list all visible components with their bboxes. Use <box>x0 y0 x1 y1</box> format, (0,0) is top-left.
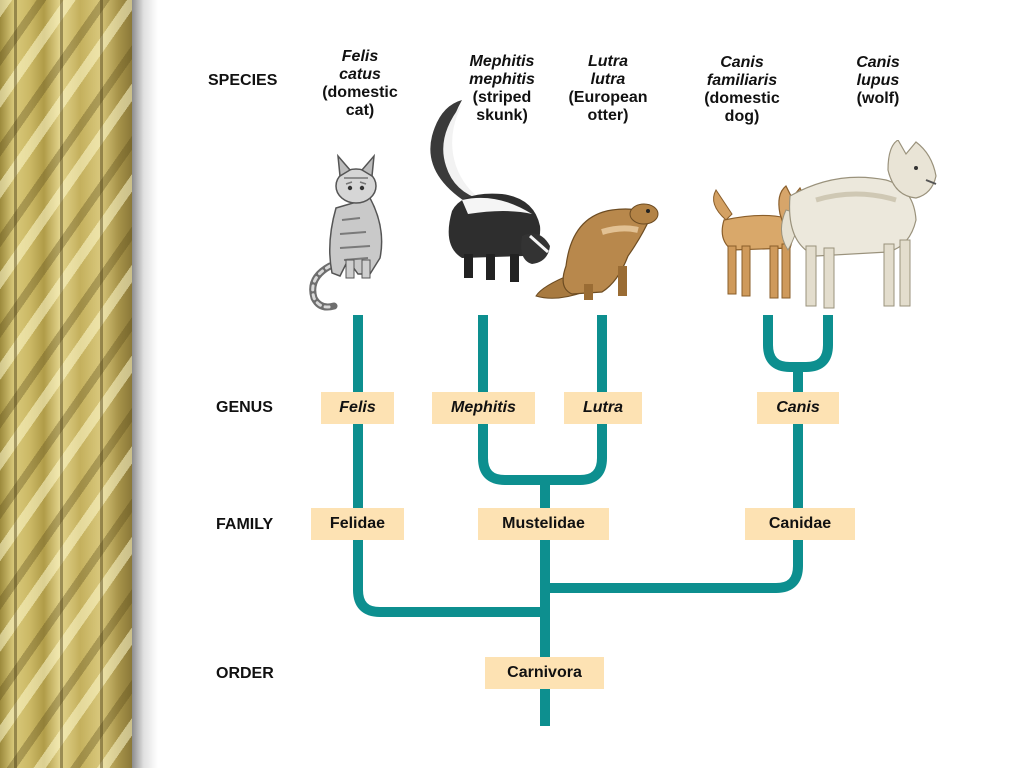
genus-box-mephitis: Mephitis <box>432 392 535 424</box>
genus-box-felis: Felis <box>321 392 394 424</box>
family-box-mustelidae: Mustelidae <box>478 508 609 540</box>
species-common-name: (domestic <box>322 84 398 101</box>
species-common-name: (domestic <box>704 90 780 107</box>
branch-canis-fork <box>763 315 833 372</box>
species-scientific-epithet: catus <box>339 66 381 83</box>
species-common-name-cont: dog) <box>724 108 760 125</box>
species-common-name: (European <box>568 89 648 106</box>
rank-label-genus: GENUS <box>216 399 273 416</box>
species-caption-felis-catus: Felis catus (domestic cat) <box>305 48 415 120</box>
species-caption-lutra-lutra: Lutra lutra (European otter) <box>553 53 663 125</box>
rank-label-order: ORDER <box>216 665 274 682</box>
species-caption-canis-familiaris: Canis familiaris (domestic dog) <box>687 54 797 126</box>
species-scientific-epithet: familiaris <box>706 72 778 89</box>
column-shadow <box>132 0 158 768</box>
genus-box-canis: Canis <box>757 392 839 424</box>
species-scientific-epithet: lutra <box>590 71 626 88</box>
otter-illustration <box>535 203 659 300</box>
branch-felis <box>353 315 545 617</box>
skunk-illustration <box>430 100 550 282</box>
family-box-felidae: Felidae <box>311 508 404 540</box>
species-scientific-name: Lutra <box>588 53 628 70</box>
species-common-name-cont: cat) <box>345 102 375 119</box>
family-box-canidae: Canidae <box>745 508 855 540</box>
species-scientific-name: Felis <box>341 48 379 65</box>
branch-canidae <box>545 367 803 593</box>
decorative-gold-column <box>0 0 132 768</box>
species-common-name: (wolf) <box>856 90 900 107</box>
order-box-carnivora: Carnivora <box>485 657 604 689</box>
genus-box-lutra: Lutra <box>564 392 642 424</box>
species-common-name-cont: skunk) <box>476 107 528 124</box>
rank-label-species: SPECIES <box>208 72 278 89</box>
species-caption-canis-lupus: Canis lupus (wolf) <box>823 54 933 108</box>
species-scientific-epithet: lupus <box>856 72 900 89</box>
species-scientific-name: Canis <box>856 54 900 71</box>
wolf-illustration <box>781 140 937 309</box>
species-caption-mephitis-mephitis: Mephitis mephitis (striped skunk) <box>447 53 557 125</box>
species-scientific-name: Canis <box>720 54 764 71</box>
species-scientific-epithet: mephitis <box>469 71 535 88</box>
rank-label-family: FAMILY <box>216 516 274 533</box>
species-common-name: (striped <box>472 89 532 106</box>
species-common-name-cont: otter) <box>587 107 629 124</box>
species-scientific-name: Mephitis <box>469 53 535 70</box>
cat-illustration <box>309 153 383 311</box>
